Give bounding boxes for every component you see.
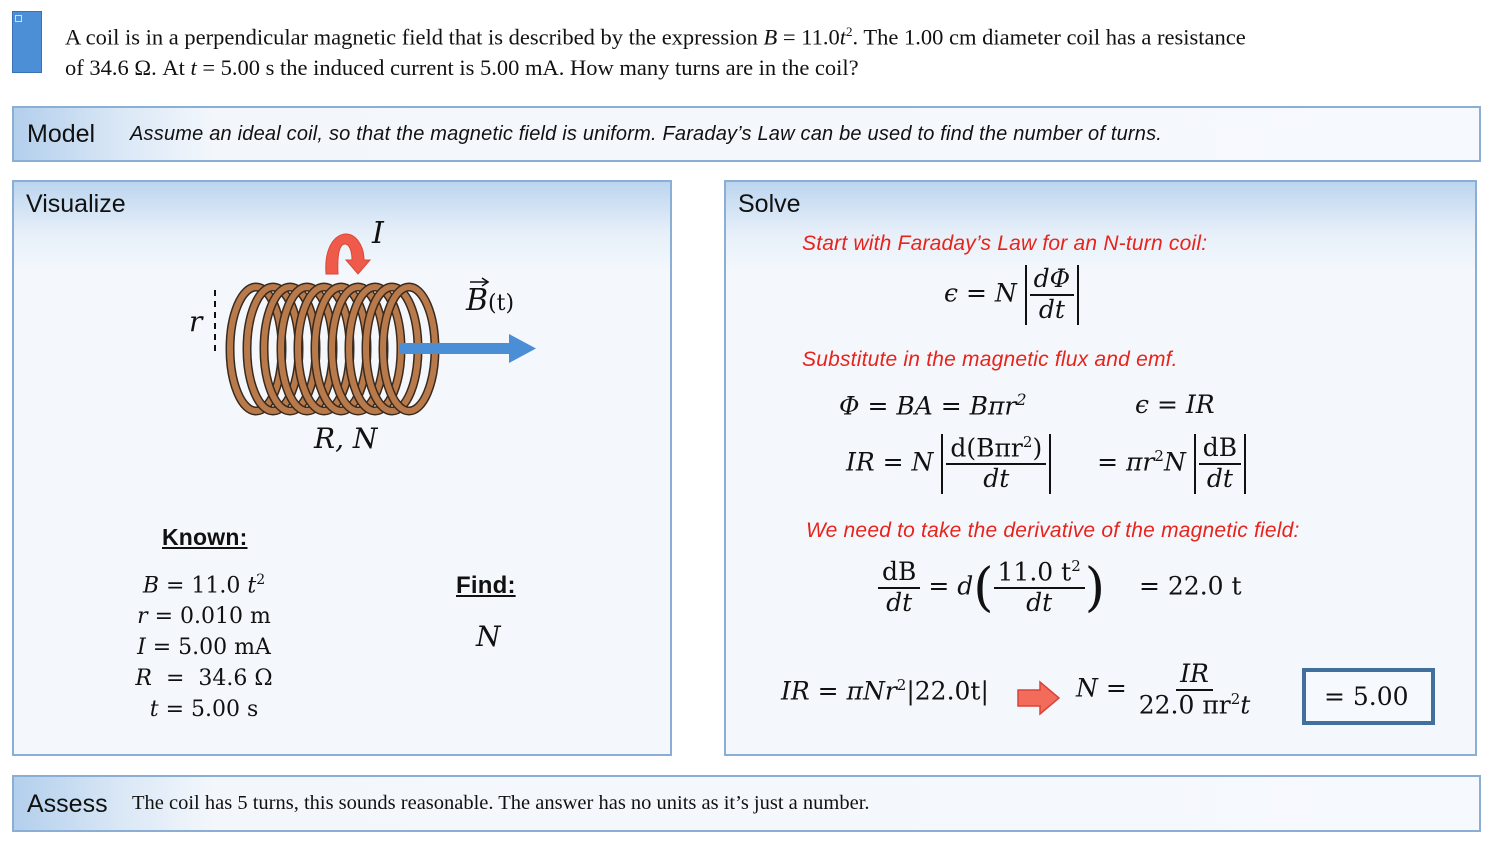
step-1-text: Start with Faraday’s Law for an N-turn c… <box>802 232 1208 255</box>
assess-panel: Assess The coil has 5 turns, this sounds… <box>12 775 1481 832</box>
model-panel: Model Assume an ideal coil, so that the … <box>12 106 1481 162</box>
known-list: B = 11.0 t2 r = 0.010 m I = 5.00 mA R = … <box>109 565 299 725</box>
model-text: Assume an ideal coil, so that the magnet… <box>130 123 1163 145</box>
find-heading: Find: <box>456 572 516 599</box>
slide-marker <box>12 11 42 73</box>
step-2-text: Substitute in the magnetic flux and emf. <box>802 348 1178 371</box>
assess-title: Assess <box>27 790 108 818</box>
visualize-title: Visualize <box>26 190 126 218</box>
model-title: Model <box>27 120 96 148</box>
known-item-b: B = 11.0 t2 <box>142 572 266 599</box>
radius-label: r <box>189 305 203 338</box>
solve-title: Solve <box>738 190 801 218</box>
current-arrow-icon <box>325 233 372 275</box>
known-item-resistance: R = 34.6 Ω <box>135 666 273 692</box>
known-item-i: I = 5.00 mA <box>137 635 271 661</box>
current-label: I <box>372 216 384 251</box>
field-label: B(t) <box>466 277 514 318</box>
known-heading: Known: <box>162 524 248 550</box>
visualize-panel: Visualize I r B(t) R, N Known: B = 11.0 … <box>12 180 672 756</box>
equation-final: IR = πNr2|22.0t| <box>781 676 989 706</box>
known-item-r: r = 0.010 m <box>137 604 271 630</box>
coil-diagram <box>214 233 536 416</box>
find-value: N <box>476 620 501 653</box>
coil-label: R, N <box>314 422 378 455</box>
vector-arrow-icon <box>470 277 490 287</box>
known-item-t: t = 5.00 s <box>149 697 259 723</box>
equation-emf: ϵ = IR <box>1135 390 1215 419</box>
solve-panel: Solve Start with Faraday’s Law for an N-… <box>724 180 1477 756</box>
answer-box: = 5.00 <box>1302 668 1435 725</box>
field-arrow-icon <box>399 334 536 363</box>
eq3-numerator-text: d(Bπr <box>950 433 1023 463</box>
marker-dot-icon <box>15 15 22 22</box>
step-3-text: We need to take the derivative of the ma… <box>806 519 1300 542</box>
problem-line-1: A coil is in a perpendicular magnetic fi… <box>65 24 1246 50</box>
implies-arrow-icon <box>1017 680 1061 716</box>
problem-statement: A coil is in a perpendicular magnetic fi… <box>65 17 1485 83</box>
equation-flux: Φ = BA = Bπr2 <box>839 390 1027 421</box>
answer-value: = 5.00 <box>1324 682 1409 711</box>
problem-line-2: of 34.6 Ω. At t = 5.00 s the induced cur… <box>65 54 859 80</box>
assess-text: The coil has 5 turns, this sounds reason… <box>132 792 870 814</box>
